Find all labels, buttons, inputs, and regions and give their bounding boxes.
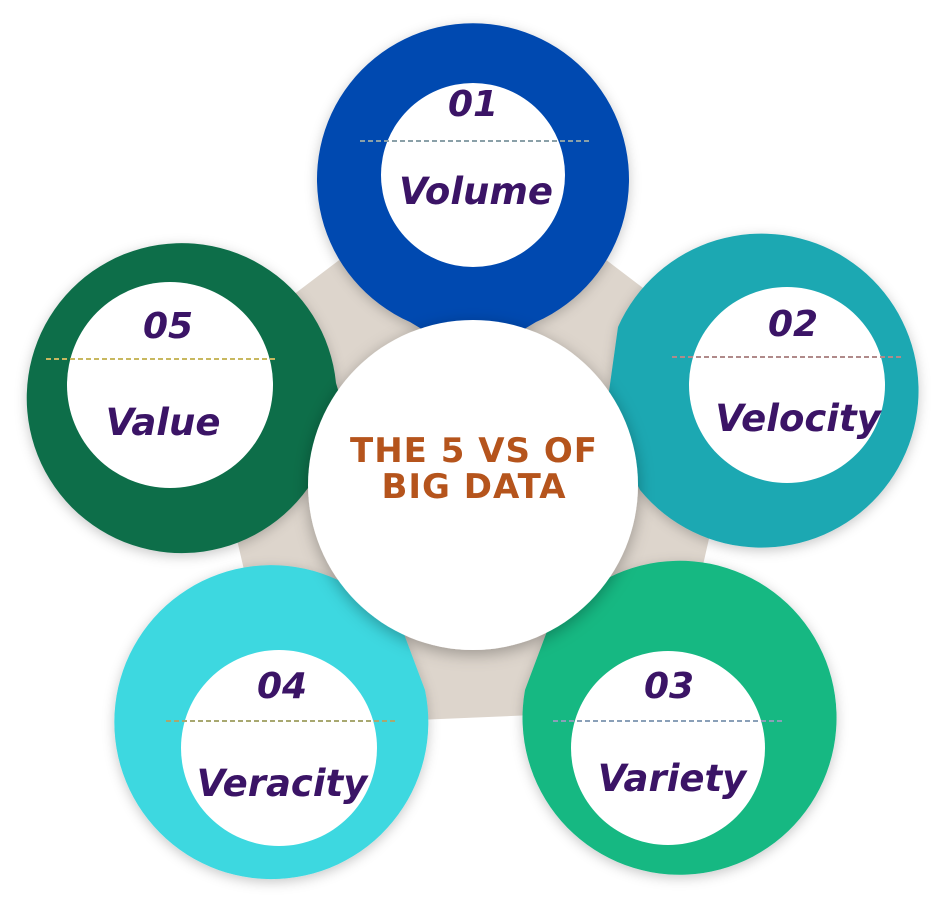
item-variety: 03 Variety bbox=[522, 560, 837, 875]
item-number: 01 bbox=[448, 84, 498, 125]
center-hub: THE 5 VS OF BIG DATA bbox=[308, 320, 638, 650]
item-label: Value bbox=[106, 401, 221, 444]
item-volume: 01 Volume bbox=[317, 23, 630, 360]
item-number: 05 bbox=[143, 306, 193, 347]
item-veracity: 04 Veracity bbox=[114, 565, 429, 880]
item-inner-circle bbox=[67, 282, 273, 488]
center-title-line1: THE 5 VS OF bbox=[350, 431, 598, 471]
item-inner-circle bbox=[571, 651, 765, 845]
item-inner-circle bbox=[181, 650, 377, 846]
item-label: Velocity bbox=[715, 397, 882, 440]
item-label: Veracity bbox=[197, 762, 370, 805]
item-number: 04 bbox=[257, 666, 307, 707]
item-value: 05 Value bbox=[26, 243, 350, 554]
center-circle bbox=[308, 320, 638, 650]
item-inner-circle bbox=[381, 83, 565, 267]
item-inner-circle bbox=[689, 287, 885, 483]
item-velocity: 02 Velocity bbox=[605, 233, 919, 548]
item-number: 02 bbox=[768, 304, 818, 345]
item-number: 03 bbox=[644, 666, 694, 707]
item-label: Volume bbox=[399, 170, 553, 213]
center-title-line2: BIG DATA bbox=[381, 467, 566, 507]
item-label: Variety bbox=[598, 757, 748, 800]
